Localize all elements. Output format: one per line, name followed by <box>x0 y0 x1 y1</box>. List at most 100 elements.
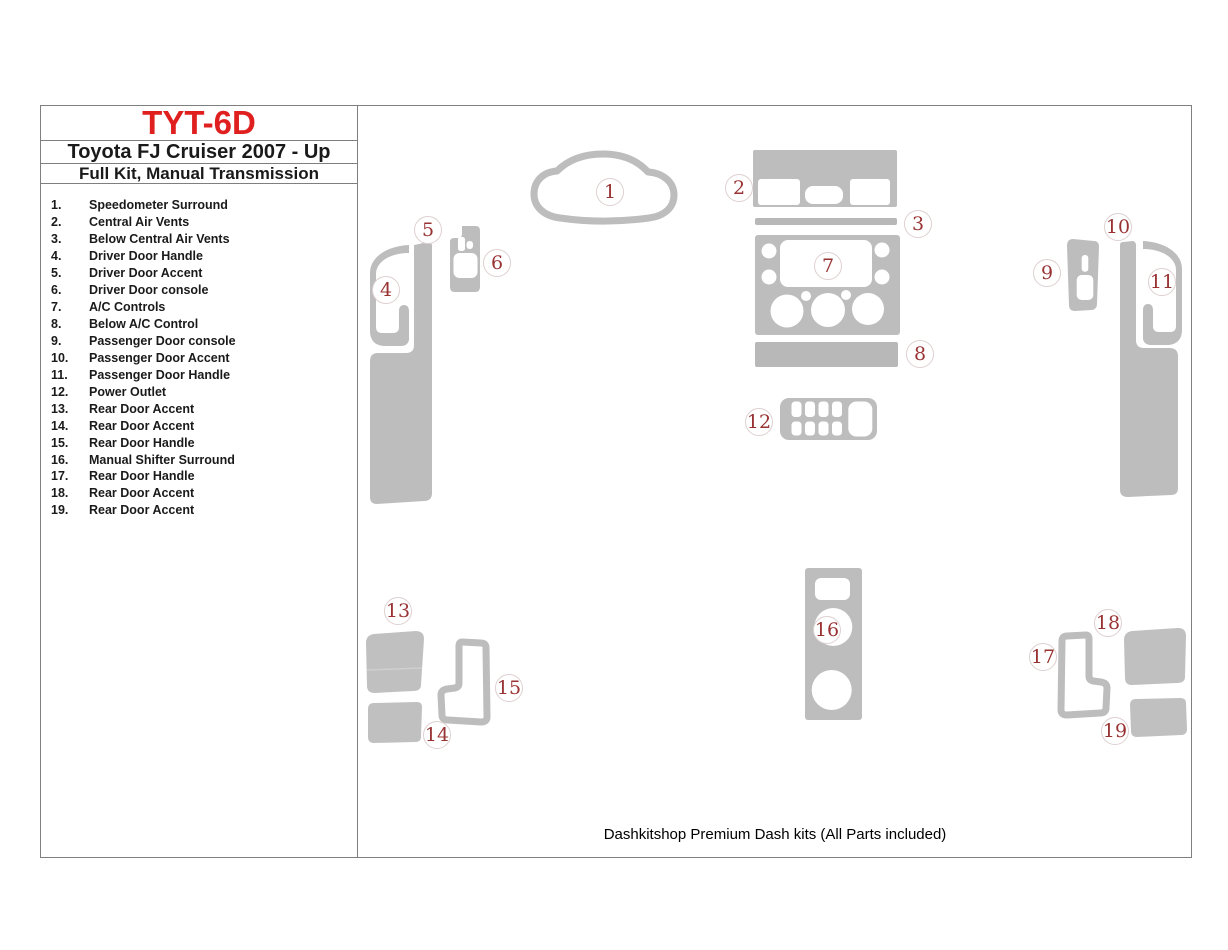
part-8-below-ac-control-shape <box>755 342 898 367</box>
list-item: 19. Rear Door Accent <box>41 502 357 519</box>
part-18-rear-door-accent-shape <box>1124 628 1186 685</box>
list-item: 11. Passenger Door Handle <box>41 366 357 383</box>
kit-code-title: TYT-6D <box>41 104 357 141</box>
callout-13: 13 <box>384 597 412 625</box>
part-2-central-air-vents-shape <box>753 150 897 207</box>
part-number: 2. <box>51 215 62 230</box>
part-19-rear-door-accent-shape <box>1130 698 1187 737</box>
callout-18: 18 <box>1094 609 1122 637</box>
callout-10: 10 <box>1104 213 1132 241</box>
part-label: Rear Door Accent <box>89 418 195 433</box>
part-number: 3. <box>51 232 62 247</box>
footer-note: Dashkitshop Premium Dash kits (All Parts… <box>603 826 947 843</box>
callout-11: 11 <box>1148 268 1176 296</box>
part-16-manual-shifter-surround-shape <box>805 568 862 720</box>
part-5-driver-door-accent-shape <box>370 242 432 504</box>
callout-16: 16 <box>813 616 841 644</box>
part-label: Rear Door Accent <box>89 401 195 416</box>
list-item: 1. Speedometer Surround <box>41 197 357 214</box>
part-3-below-air-vents-shape <box>755 218 897 225</box>
part-label: Driver Door Handle <box>89 249 203 264</box>
callout-8: 8 <box>906 340 934 368</box>
part-number: 14. <box>51 418 69 433</box>
kit-type-title: Full Kit, Manual Transmission <box>41 164 357 184</box>
part-label: Speedometer Surround <box>89 198 228 213</box>
part-9-passenger-door-console-shape <box>1067 239 1099 311</box>
part-number: 5. <box>51 266 62 281</box>
part-label: Rear Door Handle <box>89 469 195 484</box>
list-item: 18. Rear Door Accent <box>41 485 357 502</box>
part-17-rear-door-handle-shape <box>1057 631 1111 719</box>
part-number: 10. <box>51 350 69 365</box>
callout-1: 1 <box>596 178 624 206</box>
sheet-frame: TYT-6D Toyota FJ Cruiser 2007 - Up Full … <box>40 104 1192 858</box>
part-label: A/C Controls <box>89 300 166 315</box>
list-item: 7. A/C Controls <box>41 299 357 316</box>
part-label: Passenger Door Handle <box>89 367 231 382</box>
list-item: 13. Rear Door Accent <box>41 400 357 417</box>
list-item: 8. Below A/C Control <box>41 316 357 333</box>
part-label: Below A/C Control <box>89 317 199 332</box>
list-item: 16. Manual Shifter Surround <box>41 451 357 468</box>
part-label: Manual Shifter Surround <box>89 452 235 467</box>
part-label: Driver Door Accent <box>89 266 203 281</box>
callout-17: 17 <box>1029 643 1057 671</box>
list-item: 2. Central Air Vents <box>41 214 357 231</box>
part-label: Rear Door Accent <box>89 503 195 518</box>
part-number: 4. <box>51 249 62 264</box>
list-item: 9. Passenger Door console <box>41 333 357 350</box>
part-13-rear-door-accent-shape <box>366 631 424 693</box>
part-label: Passenger Door console <box>89 333 236 348</box>
part-label: Central Air Vents <box>89 215 190 230</box>
callout-4: 4 <box>372 276 400 304</box>
part-label: Driver Door console <box>89 283 209 298</box>
part-number: 18. <box>51 486 69 501</box>
callout-6: 6 <box>483 249 511 277</box>
part-14-rear-door-accent-shape <box>368 702 422 743</box>
callout-3: 3 <box>904 210 932 238</box>
callout-2: 2 <box>725 174 753 202</box>
part-number: 19. <box>51 503 69 518</box>
list-item: 10. Passenger Door Accent <box>41 349 357 366</box>
part-10-passenger-door-accent-shape <box>1120 241 1178 497</box>
part-12-power-outlet-shape <box>780 398 877 440</box>
callout-5: 5 <box>414 216 442 244</box>
part-label: Below Central Air Vents <box>89 232 230 247</box>
callout-14: 14 <box>423 721 451 749</box>
part-label: Power Outlet <box>89 384 167 399</box>
part-label: Rear Door Handle <box>89 435 195 450</box>
list-item: 6. Driver Door console <box>41 282 357 299</box>
callout-19: 19 <box>1101 717 1129 745</box>
callout-12: 12 <box>745 408 773 436</box>
part-number: 8. <box>51 317 62 332</box>
part-number: 9. <box>51 333 62 348</box>
part-label: Rear Door Accent <box>89 486 195 501</box>
callout-15: 15 <box>495 674 523 702</box>
part-4-driver-door-handle-shape <box>370 245 409 346</box>
part-7-ac-controls-shape <box>755 235 900 335</box>
list-item: 3. Below Central Air Vents <box>41 231 357 248</box>
part-15-rear-door-handle-shape <box>437 638 491 726</box>
list-item: 17.Rear Door Handle <box>41 468 357 485</box>
list-item: 15. Rear Door Handle <box>41 434 357 451</box>
part-number: 11. <box>51 367 68 382</box>
part-number: 1. <box>51 198 62 213</box>
part-number: 15. <box>51 435 69 450</box>
vehicle-model-title: Toyota FJ Cruiser 2007 - Up <box>41 141 357 164</box>
part-number: 7. <box>51 300 62 315</box>
callout-9: 9 <box>1033 259 1061 287</box>
list-item: 5. Driver Door Accent <box>41 265 357 282</box>
part-number: 12. <box>51 384 69 399</box>
list-item: 12. Power Outlet <box>41 383 357 400</box>
parts-list: 1. Speedometer Surround 2. Central Air Ven… <box>41 184 357 519</box>
part-number: 13. <box>51 401 69 416</box>
part-label: Passenger Door Accent <box>89 350 230 365</box>
part-11-passenger-door-handle-shape <box>1143 241 1182 345</box>
part-number: 16. <box>51 452 69 467</box>
list-item: 4. Driver Door Handle <box>41 248 357 265</box>
part-number: 6. <box>51 283 62 298</box>
parts-legend-panel: TYT-6D Toyota FJ Cruiser 2007 - Up Full … <box>41 104 358 857</box>
callout-7: 7 <box>814 252 842 280</box>
part-6-driver-door-console-shape <box>450 226 480 292</box>
